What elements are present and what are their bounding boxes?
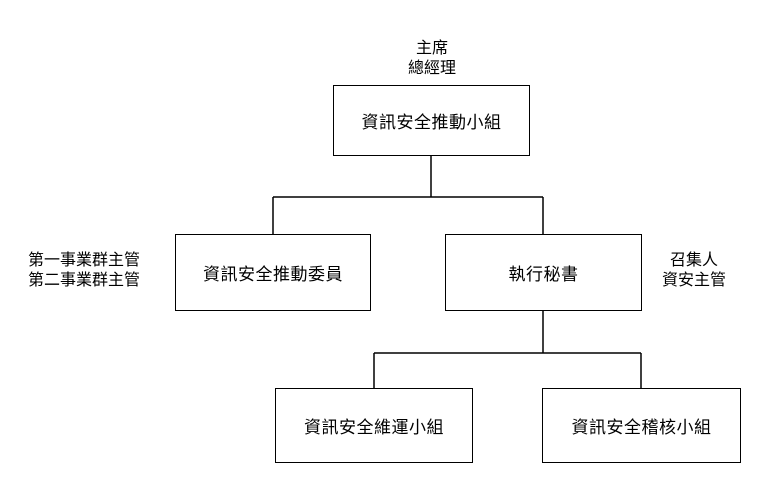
steering-chair-label: 主席 總經理 (388, 38, 476, 78)
committee-member-box: 資訊安全推動委員 (175, 234, 371, 311)
chair-title: 主席 (415, 38, 448, 57)
audit-group-text: 資訊安全稽核小組 (571, 418, 712, 438)
operations-group-text: 資訊安全維運小組 (304, 418, 444, 438)
steering-group-box: 資訊安全推動小組 (333, 85, 530, 156)
business-group-2-head: 第二事業群主管 (27, 270, 140, 289)
executive-secretary-text: 執行秘書 (508, 265, 579, 285)
steering-group-label: 資訊安全推動小組 (361, 113, 502, 133)
committee-member-text: 資訊安全推動委員 (203, 265, 343, 285)
operations-group-box: 資訊安全維運小組 (275, 388, 473, 463)
convener-title: 召集人 (669, 250, 718, 269)
chair-role: 總經理 (407, 58, 456, 77)
audit-group-box: 資訊安全稽核小組 (542, 388, 741, 463)
executive-secretary-box: 執行秘書 (445, 234, 642, 311)
security-head-title: 資安主管 (661, 270, 726, 289)
committee-member-label: 第一事業群主管 第二事業群主管 (0, 250, 168, 290)
business-group-1-head: 第一事業群主管 (27, 250, 140, 269)
secretary-role-label: 召集人 資安主管 (648, 250, 740, 290)
